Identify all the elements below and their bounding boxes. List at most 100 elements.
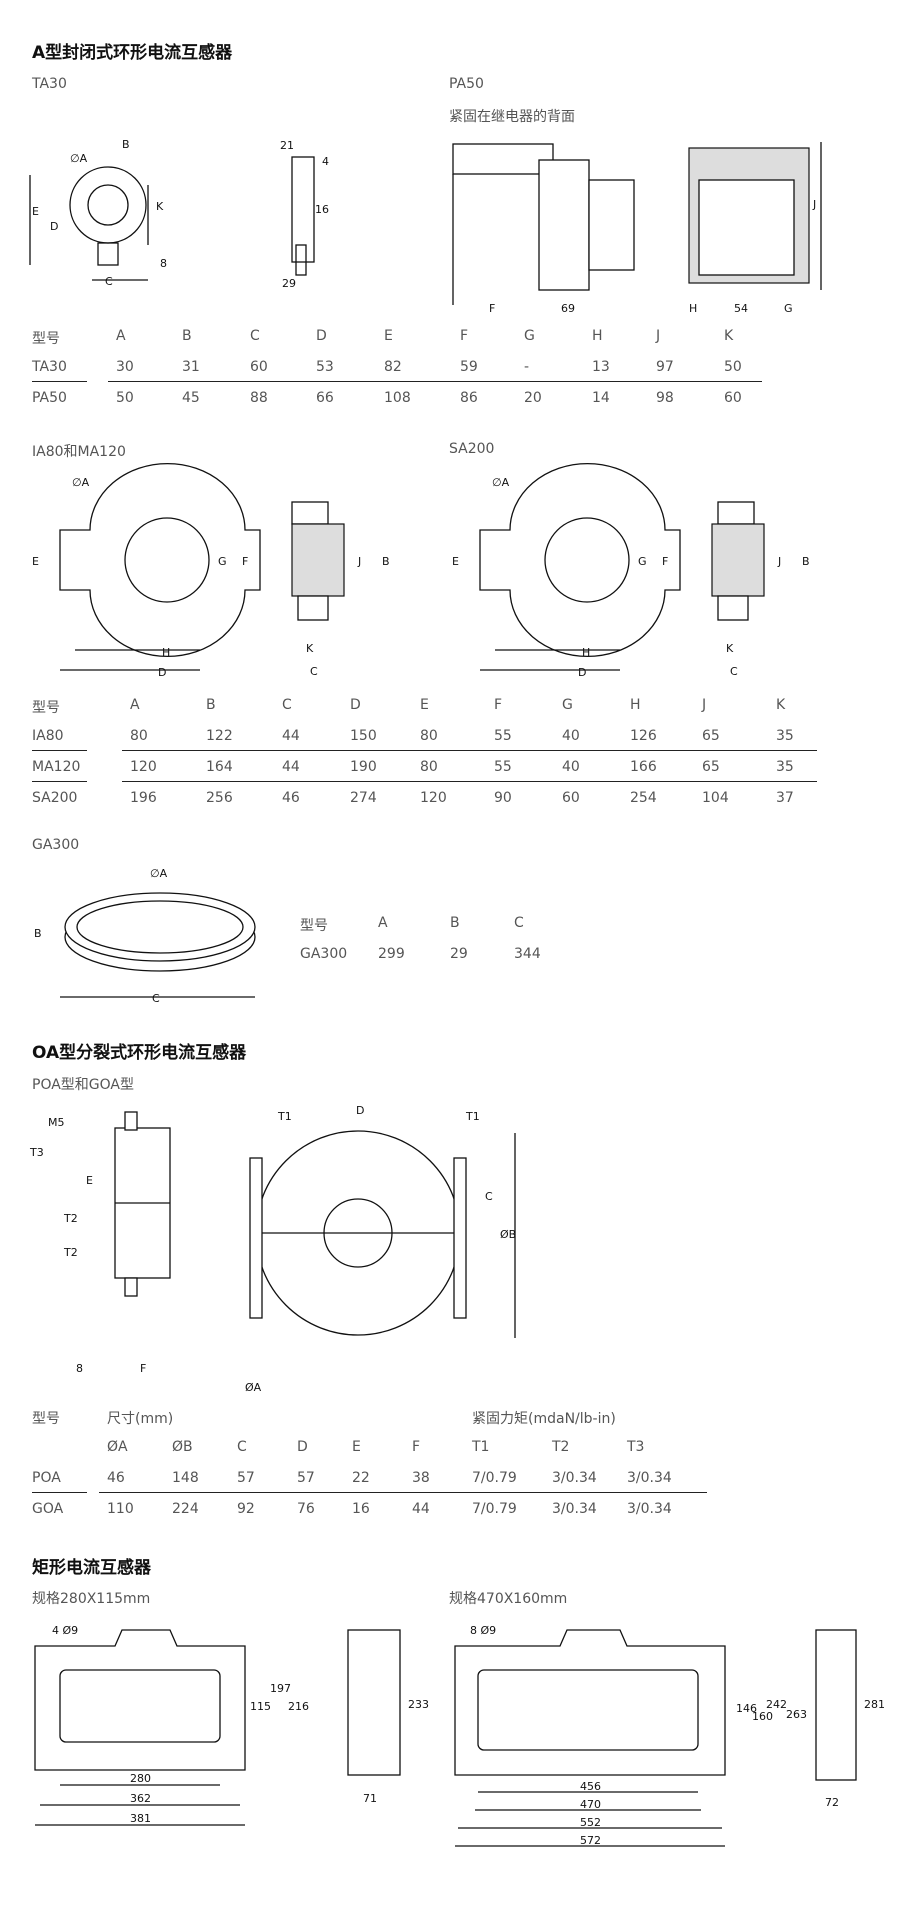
svg-text:233: 233: [408, 1698, 429, 1711]
header-cell: G: [524, 328, 535, 344]
ga300-label: GA300: [32, 837, 80, 853]
table-cell: 40: [562, 759, 580, 775]
svg-text:H: H: [689, 302, 697, 315]
table-cell: 80: [420, 759, 438, 775]
table-cell: 299: [378, 946, 405, 962]
svg-text:54: 54: [734, 302, 748, 315]
row-divider: [32, 1492, 87, 1493]
svg-text:470: 470: [580, 1798, 601, 1811]
table-cell: 46: [107, 1470, 125, 1486]
table-cell: 66: [316, 390, 334, 406]
table-cell: 60: [562, 790, 580, 806]
svg-text:H: H: [162, 646, 170, 659]
sa200-drawing: ∅A E G F H D J B K C: [452, 462, 810, 679]
group-header-cell: 紧固力矩(mdaN/lb-in): [472, 1411, 616, 1427]
header-cell: J: [702, 697, 707, 713]
table-cell: 55: [494, 759, 512, 775]
svg-text:F: F: [489, 302, 495, 315]
section-title-rect: 矩形电流互感器: [32, 1558, 151, 1578]
svg-text:K: K: [156, 200, 164, 213]
table-cell: 53: [316, 359, 334, 375]
svg-text:B: B: [802, 555, 810, 568]
pa50-label: PA50: [449, 76, 484, 92]
header-cell: C: [282, 697, 292, 713]
header-cell: T1: [472, 1439, 490, 1455]
table-cell: 90: [494, 790, 512, 806]
rect-280-drawing: 4 Ø9 115 197 216 280 362 381 233 71: [34, 1624, 429, 1826]
table-cell: 14: [592, 390, 610, 406]
table-cell: 20: [524, 390, 542, 406]
svg-text:362: 362: [130, 1792, 151, 1805]
header-cell: F: [460, 328, 469, 344]
table-cell: 38: [412, 1470, 430, 1486]
table-cell: 7/0.79: [472, 1470, 517, 1486]
table-cell: 344: [514, 946, 541, 962]
table-cell: 44: [412, 1501, 430, 1517]
row-divider: [32, 781, 87, 782]
svg-text:216: 216: [288, 1700, 309, 1713]
header-cell: D: [316, 328, 327, 344]
table-cell: 80: [130, 728, 148, 744]
table-cell: 65: [702, 759, 720, 775]
table-cell: 92: [237, 1501, 255, 1517]
header-cell: H: [592, 328, 603, 344]
svg-text:G: G: [784, 302, 793, 315]
row-divider: [99, 1492, 707, 1493]
svg-text:280: 280: [130, 1772, 151, 1785]
oa-subtitle: POA型和GOA型: [32, 1077, 134, 1093]
spec-470: 规格470X160mm: [449, 1591, 568, 1607]
table-cell: 16: [352, 1501, 370, 1517]
svg-text:572: 572: [580, 1834, 601, 1847]
table-cell: 126: [630, 728, 657, 744]
svg-text:D: D: [578, 666, 586, 679]
header-cell: 型号: [32, 700, 60, 716]
table-cell: 35: [776, 728, 794, 744]
svg-text:E: E: [32, 555, 39, 568]
group-header-cell: 型号: [32, 1411, 60, 1427]
svg-text:C: C: [310, 665, 318, 678]
header-cell: B: [206, 697, 216, 713]
svg-text:16: 16: [315, 203, 329, 216]
header-cell: K: [724, 328, 734, 344]
svg-text:T1: T1: [277, 1110, 292, 1123]
svg-text:∅A: ∅A: [492, 476, 510, 489]
svg-text:T2: T2: [63, 1212, 78, 1225]
table-cell: 57: [237, 1470, 255, 1486]
svg-text:D: D: [50, 220, 58, 233]
table-cell: 254: [630, 790, 657, 806]
table-cell: 164: [206, 759, 233, 775]
header-cell: J: [656, 328, 661, 344]
table-cell: 45: [182, 390, 200, 406]
header-cell: H: [630, 697, 641, 713]
svg-text:8: 8: [76, 1362, 83, 1375]
table-cell: TA30: [32, 359, 67, 375]
ga300-drawing: ∅A B C: [34, 867, 256, 1005]
header-cell: ØB: [172, 1439, 193, 1455]
header-cell: C: [514, 915, 524, 931]
table-cell: GA300: [300, 946, 348, 962]
svg-text:T2: T2: [63, 1246, 78, 1259]
svg-text:H: H: [582, 646, 590, 659]
group-header-cell: 尺寸(mm): [107, 1411, 174, 1427]
svg-text:M5: M5: [48, 1116, 65, 1129]
svg-text:∅A: ∅A: [72, 476, 90, 489]
table-cell: 3/0.34: [552, 1470, 597, 1486]
header-cell: K: [776, 697, 786, 713]
svg-text:242: 242: [766, 1698, 787, 1711]
svg-text:8 Ø9: 8 Ø9: [470, 1624, 496, 1637]
pa50-note: 紧固在继电器的背面: [449, 109, 575, 125]
header-cell: D: [350, 697, 361, 713]
ia80-drawing: ∅A E G F H D J B K C: [32, 462, 390, 679]
svg-text:ØA: ØA: [245, 1381, 262, 1394]
table-cell: 76: [297, 1501, 315, 1517]
header-cell: F: [494, 697, 503, 713]
table-cell: 13: [592, 359, 610, 375]
svg-text:C: C: [105, 275, 113, 288]
